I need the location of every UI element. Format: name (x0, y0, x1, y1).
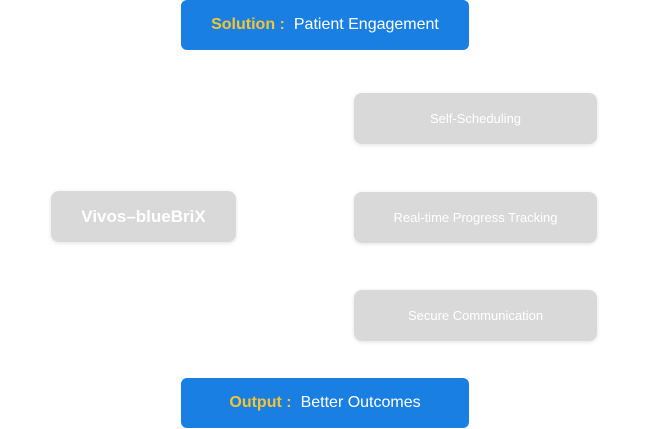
feature-node-progress-tracking: Real-time Progress Tracking (354, 192, 597, 243)
feature-label: Self-Scheduling (429, 111, 522, 126)
output-value: Better Outcomes (300, 394, 421, 411)
source-node-label: Vivos–blueBriX (81, 206, 206, 226)
solution-prefix: Solution : (211, 16, 285, 33)
source-node: Vivos–blueBriX (51, 191, 236, 242)
feature-node-secure-communication: Secure Communication (354, 290, 597, 341)
feature-label: Real-time Progress Tracking (393, 210, 558, 225)
output-prefix: Output : (229, 394, 292, 411)
solution-value: Patient Engagement (293, 16, 439, 33)
solution-banner: Solution : Patient Engagement (181, 0, 469, 50)
output-banner: Output : Better Outcomes (181, 378, 469, 428)
feature-node-self-scheduling: Self-Scheduling (354, 93, 597, 144)
feature-label: Secure Communication (407, 308, 544, 323)
